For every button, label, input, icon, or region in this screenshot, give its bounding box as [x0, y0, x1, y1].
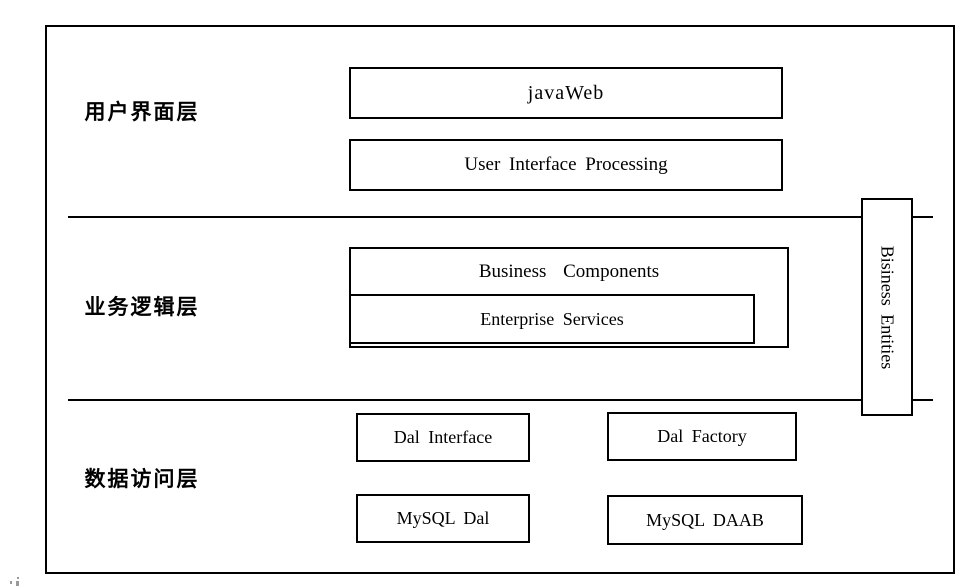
box-mysql-dal: MySQL Dal [356, 494, 530, 543]
layer-label-business-logic: 业务逻辑层 [84, 295, 200, 319]
box-dal-interface: Dal Interface [356, 413, 530, 462]
box-user-interface-processing: User Interface Processing [349, 139, 783, 191]
layer-label-user-interface: 用户界面层 [84, 100, 200, 124]
layer-divider-top [68, 216, 933, 218]
layer-label-data-access: 数据访问层 [84, 467, 200, 491]
box-business-components-label: Business Components [478, 261, 660, 282]
layer-divider-bottom [68, 399, 933, 401]
corner-stray-mark [8, 577, 28, 588]
box-enterprise-services: Enterprise Services [349, 294, 755, 344]
box-javaweb: javaWeb [349, 67, 783, 119]
box-business-entities-label: Bisiness Entities [877, 245, 898, 369]
box-dal-factory: Dal Factory [607, 412, 797, 461]
box-mysql-daab: MySQL DAAB [607, 495, 803, 545]
box-business-entities: Bisiness Entities [861, 198, 913, 416]
